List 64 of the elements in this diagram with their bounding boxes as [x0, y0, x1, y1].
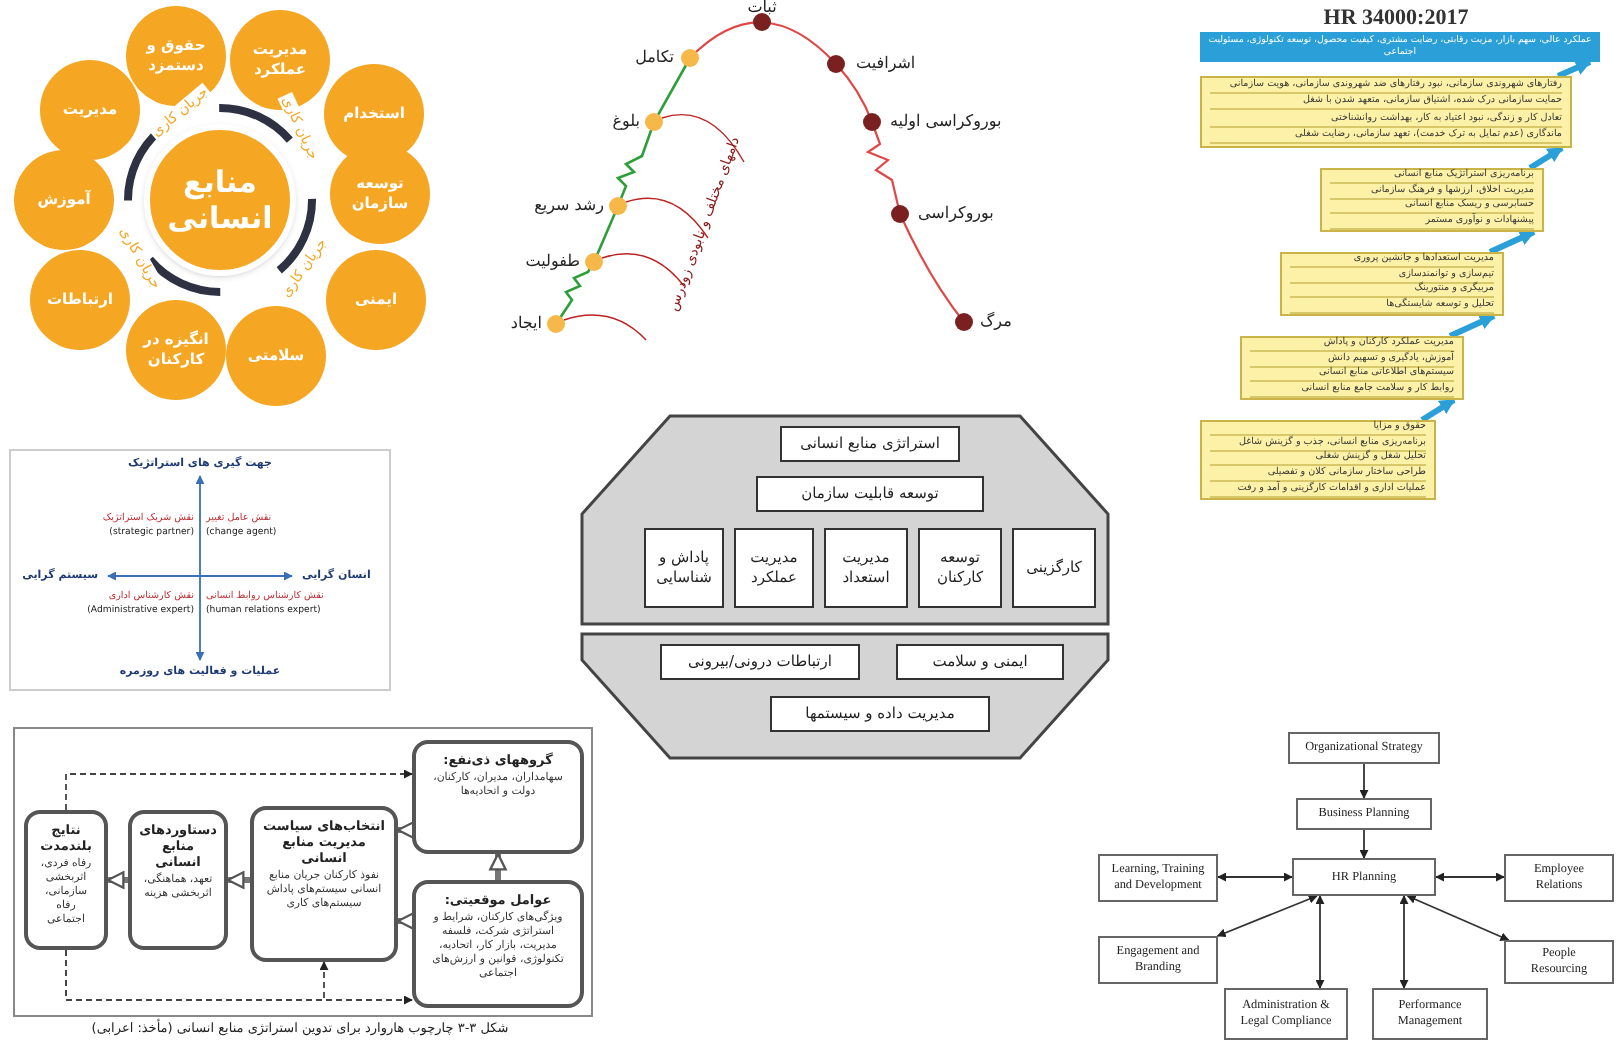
banner-bar — [1200, 32, 1600, 62]
stage-label: اشرافیت — [856, 54, 916, 74]
planning-box — [1098, 936, 1218, 984]
block-arrow — [1420, 397, 1456, 423]
planning-box — [1504, 940, 1614, 984]
planning-box — [1372, 988, 1488, 1040]
block-arrow — [106, 871, 128, 889]
framework-box — [128, 810, 228, 950]
step-box — [1280, 252, 1504, 316]
step-box — [1320, 168, 1544, 232]
function-box — [734, 528, 814, 608]
function-box — [896, 644, 1064, 680]
block-arrow — [396, 912, 415, 930]
arrow — [65, 769, 413, 811]
block-arrow — [1448, 313, 1496, 339]
function-box — [1012, 528, 1096, 608]
function-box — [770, 696, 990, 732]
framework-box — [24, 810, 108, 950]
block-arrow — [226, 871, 250, 889]
function-box — [756, 476, 984, 512]
planning-box — [1224, 988, 1348, 1040]
planning-box — [1504, 854, 1614, 902]
stage-label: ایجاد — [510, 314, 542, 334]
framework-box — [412, 740, 584, 854]
stage-label: ثبات — [747, 0, 777, 18]
arrow — [65, 949, 329, 1001]
stage-label: طفولیت — [525, 252, 580, 272]
planning-box — [1296, 798, 1432, 830]
arrow — [1216, 894, 1318, 938]
stage-label: بوروکراسی اولیه — [890, 112, 1002, 132]
chart-title: HR 34000:2017 — [1323, 6, 1469, 32]
framework-box — [412, 880, 584, 1008]
arrow — [1435, 872, 1505, 882]
stage-label: رشد سریع — [534, 196, 604, 216]
framework-box — [250, 806, 398, 962]
arrow — [1315, 895, 1325, 989]
stage-label: بوروکراسی — [918, 204, 994, 224]
function-box — [918, 528, 1002, 608]
function-box — [660, 644, 860, 680]
arrow — [1217, 872, 1293, 882]
hexagon-panel — [580, 414, 1110, 626]
block-arrow — [489, 852, 507, 880]
function-box — [644, 528, 724, 608]
step-box — [1240, 336, 1464, 400]
planning-box — [1098, 854, 1218, 902]
block-arrow — [1528, 145, 1564, 171]
arrow — [1359, 763, 1369, 799]
arrow — [1399, 895, 1409, 989]
stage-label: بلوغ — [612, 112, 640, 132]
arrow — [1359, 829, 1369, 859]
block-arrow — [1556, 59, 1592, 79]
block-arrow — [1488, 229, 1536, 255]
stage-label: مرگ — [980, 312, 1012, 332]
arrow — [1406, 895, 1510, 941]
function-box — [824, 528, 908, 608]
step-box — [1200, 76, 1572, 148]
function-box — [780, 426, 960, 462]
block-arrow — [396, 821, 415, 839]
planning-box — [1292, 858, 1436, 896]
planning-box — [1288, 732, 1440, 764]
step-box — [1200, 420, 1436, 500]
stage-label: تکامل — [635, 48, 674, 68]
hexagon-panel — [580, 632, 1110, 760]
hub-label: منابع انسانی — [166, 164, 274, 236]
